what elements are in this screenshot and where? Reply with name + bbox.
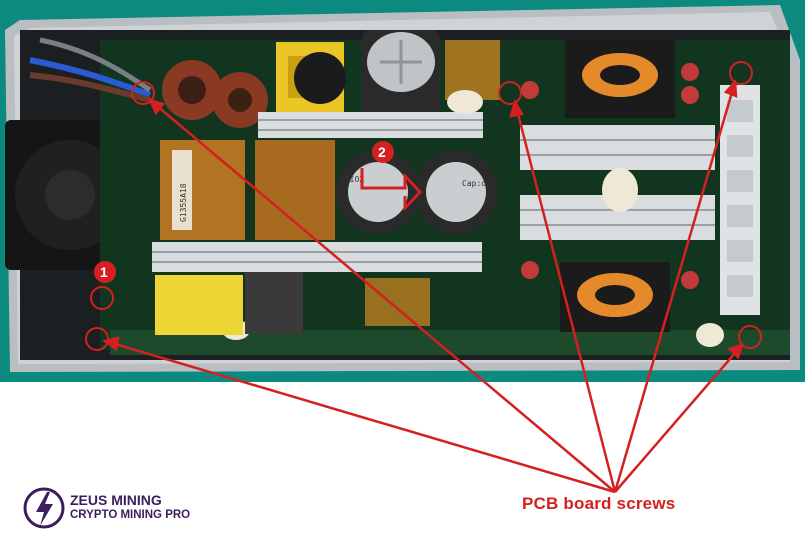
- screw-marker-1: [90, 286, 114, 310]
- transformer-code-label: G1355A18: [179, 183, 188, 222]
- brand-name: ZEUS MINING: [70, 492, 162, 508]
- heatsink-bottom: [152, 242, 482, 272]
- screw-marker-bottom-left: [85, 327, 109, 351]
- black-choke: [294, 52, 346, 104]
- badge-1: 1: [94, 261, 116, 283]
- screw-markers: [85, 61, 762, 351]
- badge-2-label: 2: [378, 144, 386, 160]
- output-transformer-bottom: [560, 262, 670, 332]
- badge-2: 2: [372, 141, 394, 163]
- screw-marker-top-right: [729, 61, 753, 85]
- main-transformer-right: [255, 140, 335, 240]
- amber-cap-bottom: [365, 278, 430, 326]
- output-terminals: [720, 85, 760, 315]
- brand-tagline: CRYPTO MINING PRO: [70, 509, 191, 521]
- white-footer: [0, 382, 805, 546]
- cap-text-left: SIIOZ: [340, 175, 364, 184]
- gray-relay: [245, 272, 303, 334]
- screw-marker-top-center: [498, 81, 522, 105]
- output-transformer-top: [565, 40, 675, 118]
- twin-bulk-capacitors: SIIOZ Cap:on: [336, 150, 498, 234]
- main-transformer-left: G1355A18: [160, 140, 245, 240]
- brand-logo-icon: [23, 487, 65, 529]
- amber-cap-block: [445, 40, 500, 100]
- badge-1-label: 1: [100, 264, 108, 280]
- yellow-transformer-bottom: [155, 275, 243, 335]
- heatsink-top: [258, 112, 483, 138]
- marker-2-arrow: [360, 168, 423, 212]
- toroid-inductors: [162, 60, 268, 128]
- annotation-arrows: [102, 78, 744, 494]
- bulk-capacitor-top: [362, 30, 440, 120]
- cap-text-right: Cap:on: [462, 179, 491, 188]
- screw-marker-top-left: [131, 81, 155, 105]
- caption-pcb-board-screws: PCB board screws: [522, 494, 676, 513]
- small-red-capacitors: [521, 63, 699, 289]
- screw-marker-bottom-right: [738, 325, 762, 349]
